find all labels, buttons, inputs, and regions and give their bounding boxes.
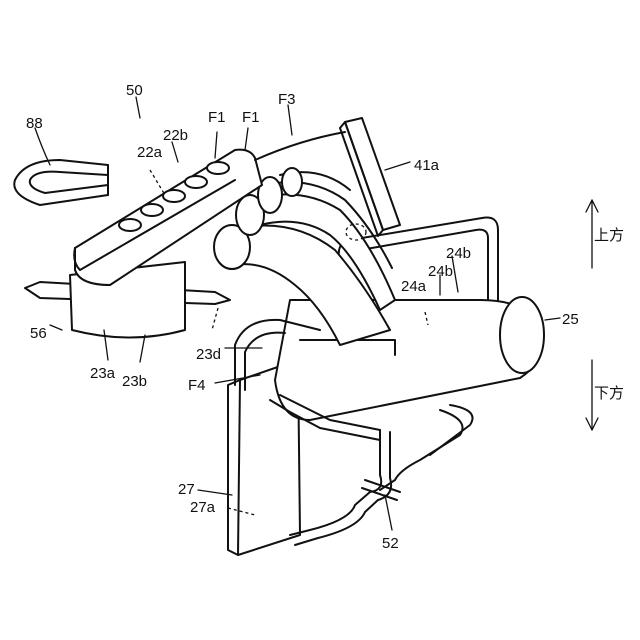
label-23d: 23d — [196, 346, 221, 363]
muffler-body-24 — [275, 297, 544, 420]
label-41a: 41a — [414, 157, 440, 174]
label-24b-top: 24b — [446, 245, 471, 262]
label-f4: F4 — [188, 377, 206, 394]
hidden-22a — [150, 170, 165, 195]
label-22a: 22a — [137, 144, 163, 161]
label-25: 25 — [562, 311, 579, 328]
muffler-end-25 — [500, 297, 544, 373]
label-24b-mid: 24b — [428, 263, 453, 280]
label-f1-right: F1 — [242, 109, 260, 126]
label-f3: F3 — [278, 91, 296, 108]
label-down-direction: 下方 — [594, 384, 624, 402]
label-up-direction: 上方 — [594, 226, 624, 244]
label-f1-left: F1 — [208, 109, 226, 126]
label-52: 52 — [382, 535, 399, 552]
label-23b: 23b — [122, 373, 147, 390]
label-88: 88 — [26, 115, 43, 132]
label-56: 56 — [30, 325, 47, 342]
wire-f3 — [255, 132, 345, 160]
label-50: 50 — [126, 82, 143, 99]
label-24a: 24a — [401, 278, 427, 295]
label-22b: 22b — [163, 127, 188, 144]
label-23a: 23a — [90, 365, 116, 382]
hidden-23d — [212, 308, 218, 330]
pipe-88 — [14, 160, 108, 205]
label-27a: 27a — [190, 499, 216, 516]
pipe-52 — [362, 405, 473, 500]
label-27: 27 — [178, 481, 195, 498]
